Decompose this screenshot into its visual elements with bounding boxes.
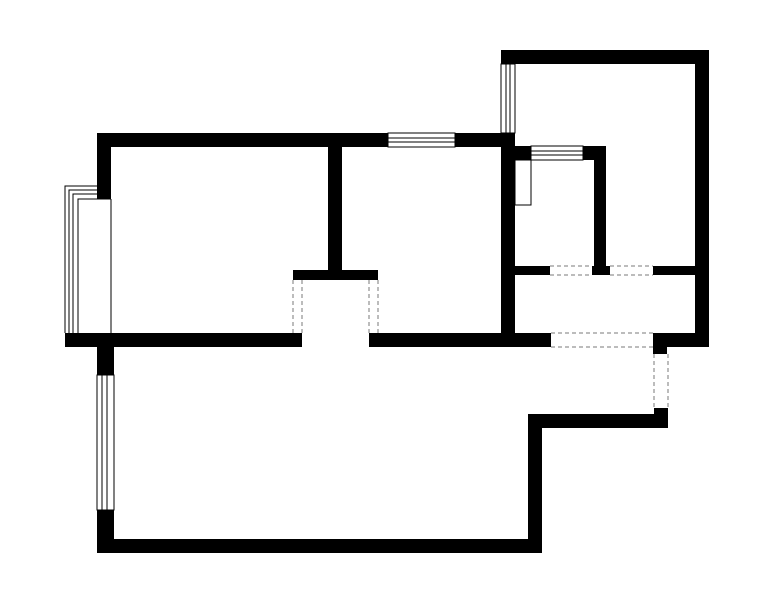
- wall-hallway-post: [653, 340, 667, 354]
- wall-top-left-block: [97, 133, 388, 147]
- wall-left-bedroom-upper: [97, 133, 111, 199]
- door-bathroom: [550, 265, 592, 276]
- bathroom-fixture: [514, 159, 532, 206]
- door-openings: [292, 265, 669, 408]
- wall-bathroom-bottom-left: [515, 266, 550, 275]
- wall-living-right-post: [654, 408, 668, 428]
- door-upper-right-room: [610, 265, 653, 276]
- wall-living-step-horizontal: [528, 414, 668, 428]
- wall-upper-right-top: [501, 50, 709, 64]
- wall-bathroom-bottom-mid: [592, 266, 610, 275]
- door-hallway-living: [551, 332, 653, 348]
- wall-bathroom-bottom-right: [653, 266, 699, 275]
- wall-top-middle-right: [455, 133, 515, 147]
- door-left-bedroom: [292, 280, 303, 333]
- window-top-middle-bedroom: [387, 132, 456, 148]
- wall-right-block-left: [501, 133, 515, 347]
- wall-upper-right-top-left-nib: [501, 50, 515, 64]
- wall-living-bottom: [97, 539, 542, 553]
- wall-mid-right: [369, 333, 551, 347]
- door-middle-bedroom: [368, 280, 379, 333]
- door-entrance: [653, 354, 669, 408]
- fixtures: [514, 159, 532, 206]
- wall-bathroom-right: [594, 146, 606, 274]
- wall-living-step-vertical: [528, 414, 542, 553]
- wall-bathroom-top-left: [515, 146, 531, 160]
- walls: [65, 50, 709, 553]
- window-bay-left-bedroom: [64, 185, 112, 333]
- wall-corridor-nib: [293, 270, 378, 280]
- window-bathroom: [530, 145, 584, 161]
- wall-mid-left: [65, 333, 302, 347]
- window-living-left: [96, 374, 115, 511]
- wall-upper-right-side: [695, 50, 709, 347]
- wall-living-left-upper: [97, 333, 114, 375]
- windows: [64, 63, 584, 511]
- window-upper-right-room: [500, 63, 516, 134]
- wall-bedroom-partition: [328, 133, 342, 273]
